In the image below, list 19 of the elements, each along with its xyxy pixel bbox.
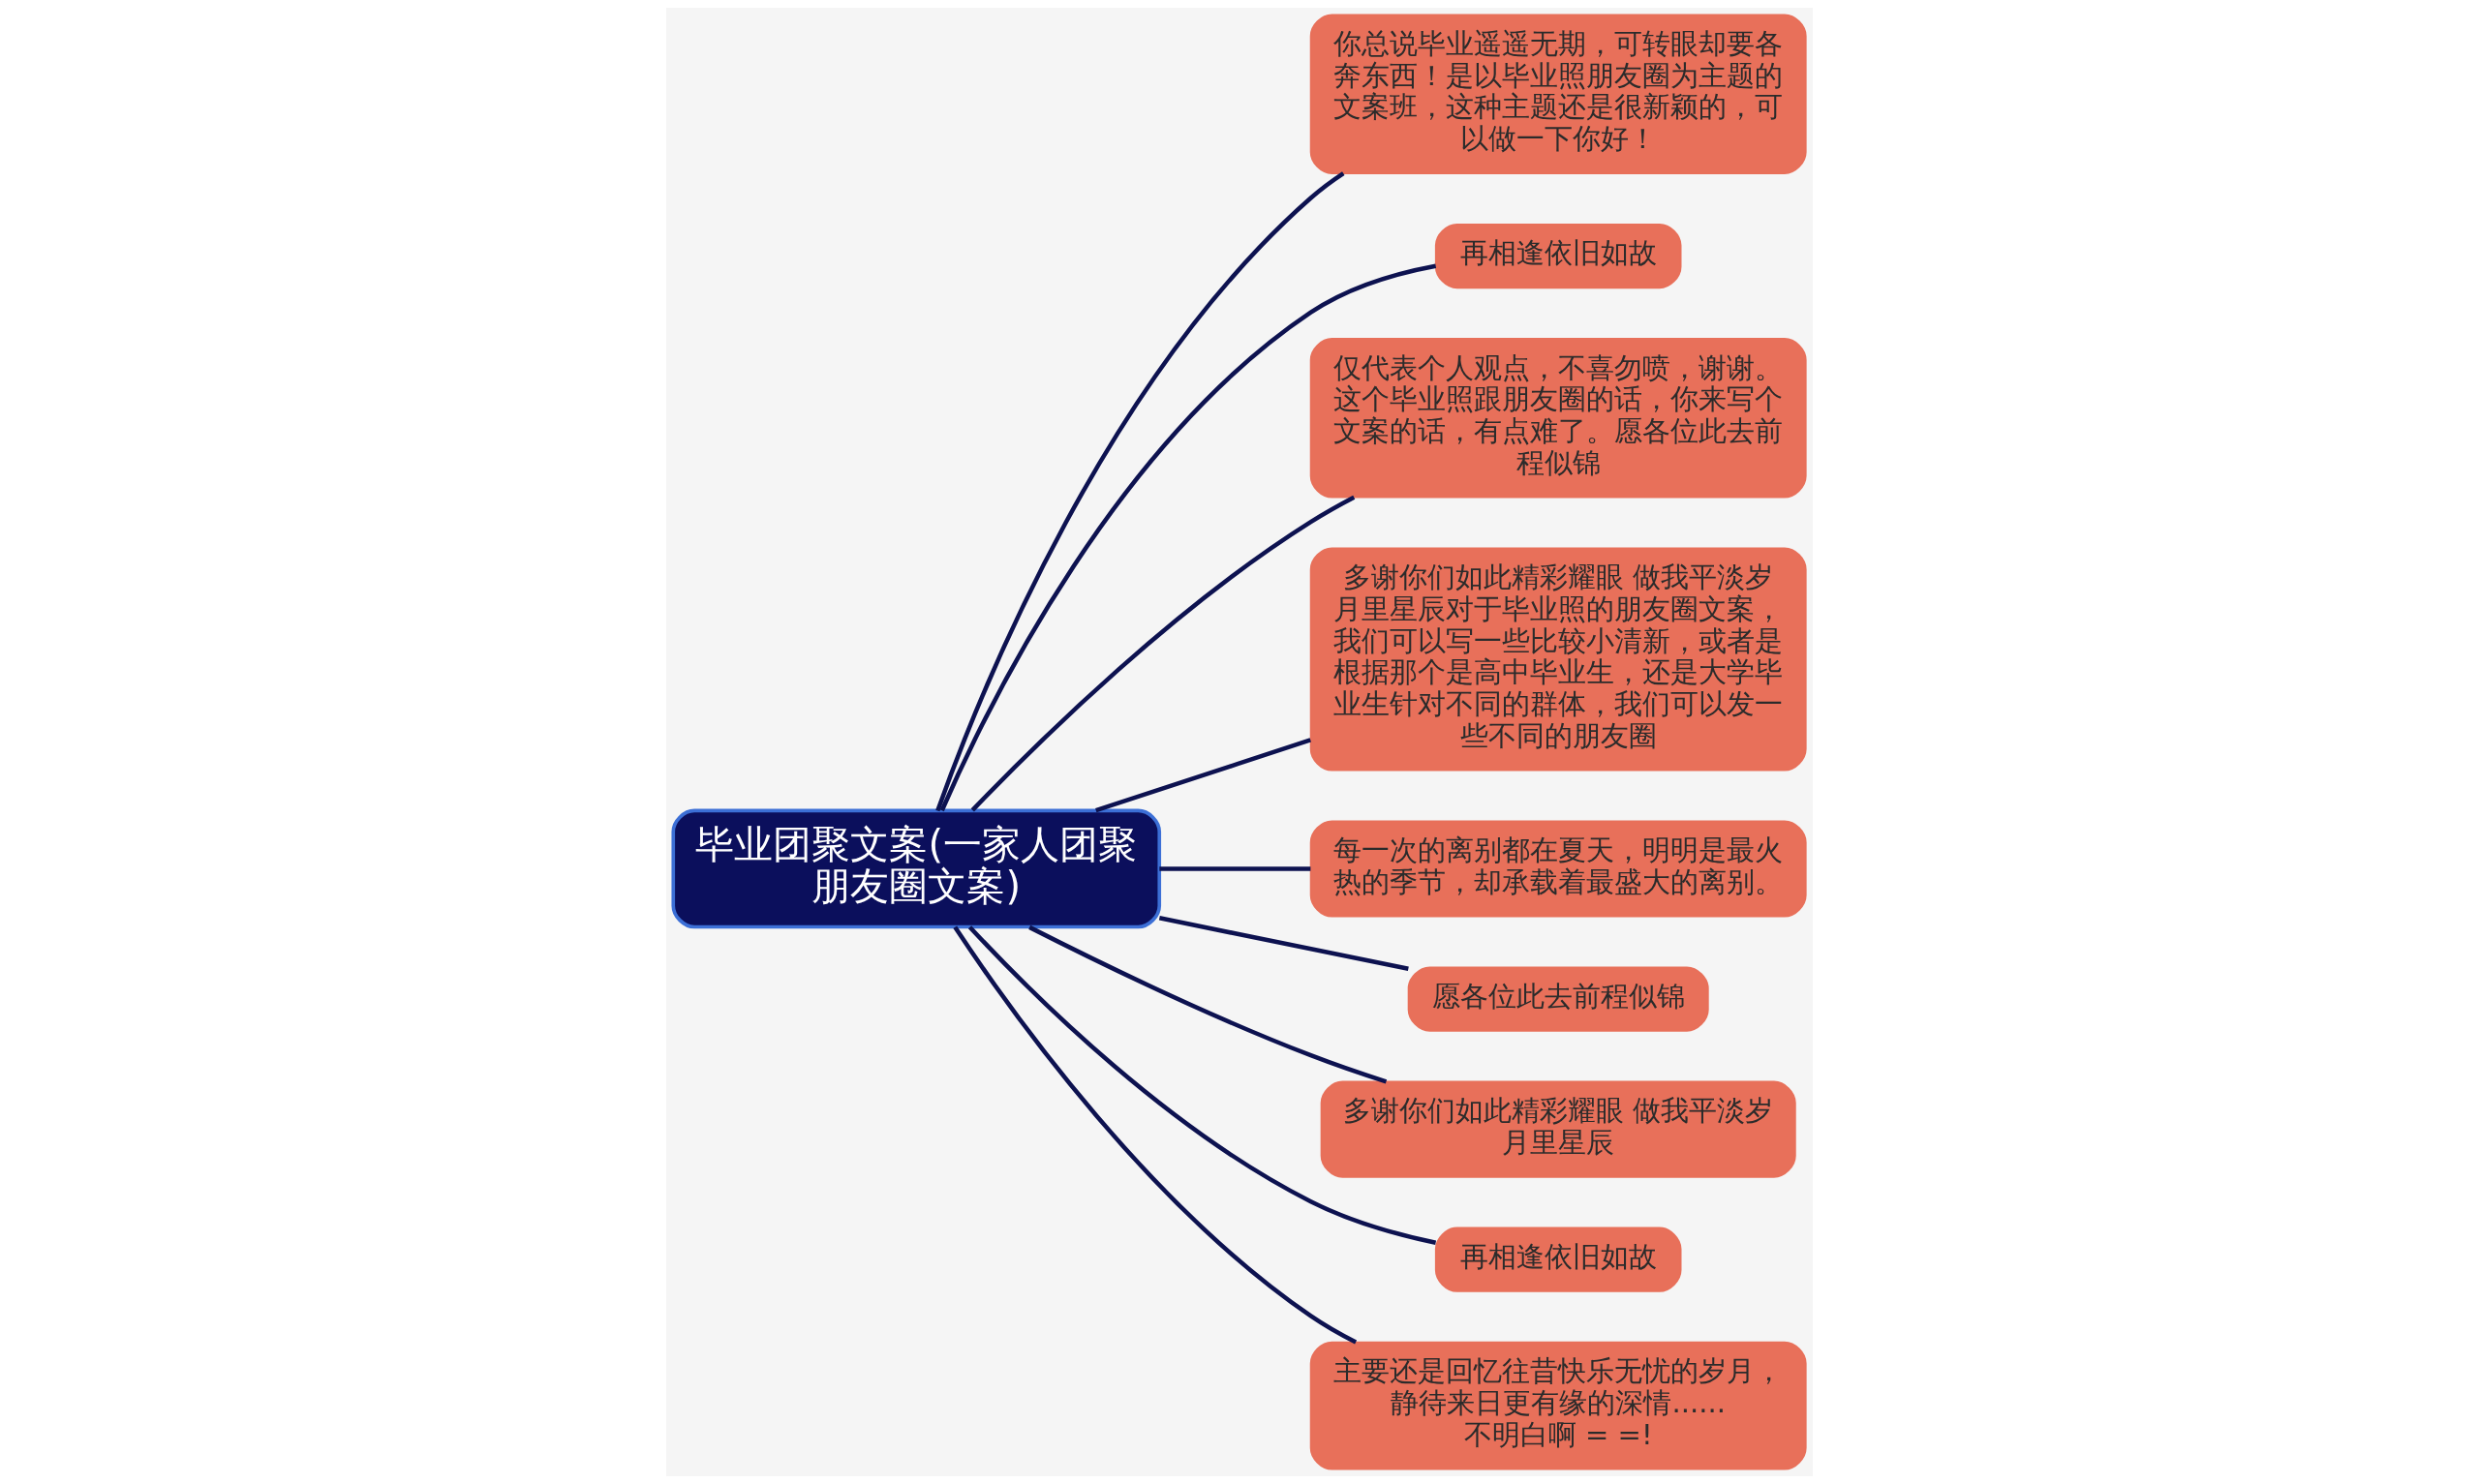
connector	[1028, 924, 1388, 1084]
node-box: 再相逢依旧如故	[1434, 223, 1682, 289]
connector	[967, 925, 1437, 1246]
connector	[935, 171, 1345, 812]
node-box: 多谢你们如此精彩耀眼 做我平淡岁月里星辰对于毕业照的朋友圈文案，我们可以写一些比较小清新，或者是根据那个是高中毕业生，还是大学毕业生针对不同的群体，我们可以发一些不同的朋友圈	[1309, 547, 1807, 772]
node-box: 毕业团聚文案(一家人团聚朋友圈文案)	[671, 808, 1162, 929]
node-box: 主要还是回忆往昔快乐无忧的岁月，静待来日更有缘的深情......不明白啊 = =!	[1309, 1341, 1807, 1470]
connector	[1159, 866, 1311, 871]
connector	[953, 925, 1358, 1345]
node-box: 每一次的离别都在夏天，明明是最火热的季节，却承载着最盛大的离别。	[1309, 820, 1807, 918]
node-box: 多谢你们如此精彩耀眼 做我平淡岁月里星辰	[1320, 1080, 1796, 1178]
node-box: 再相逢依旧如故	[1434, 1227, 1682, 1292]
connector	[939, 263, 1437, 812]
connector	[1158, 916, 1409, 972]
node-box: 仅代表个人观点，不喜勿喷，谢谢。这个毕业照跟朋友圈的话，你来写个文案的话，有点难了。愿各位此去前程似锦	[1309, 338, 1807, 499]
connector	[970, 495, 1356, 812]
node-box: 愿各位此去前程似锦	[1407, 966, 1709, 1032]
connector	[1095, 738, 1311, 813]
node-box: 你总说毕业遥遥无期，可转眼却要各奔东西！是以毕业照朋友圈为主题的文案班，这种主题还是很新颖的，可以做一下你好！	[1309, 14, 1807, 174]
